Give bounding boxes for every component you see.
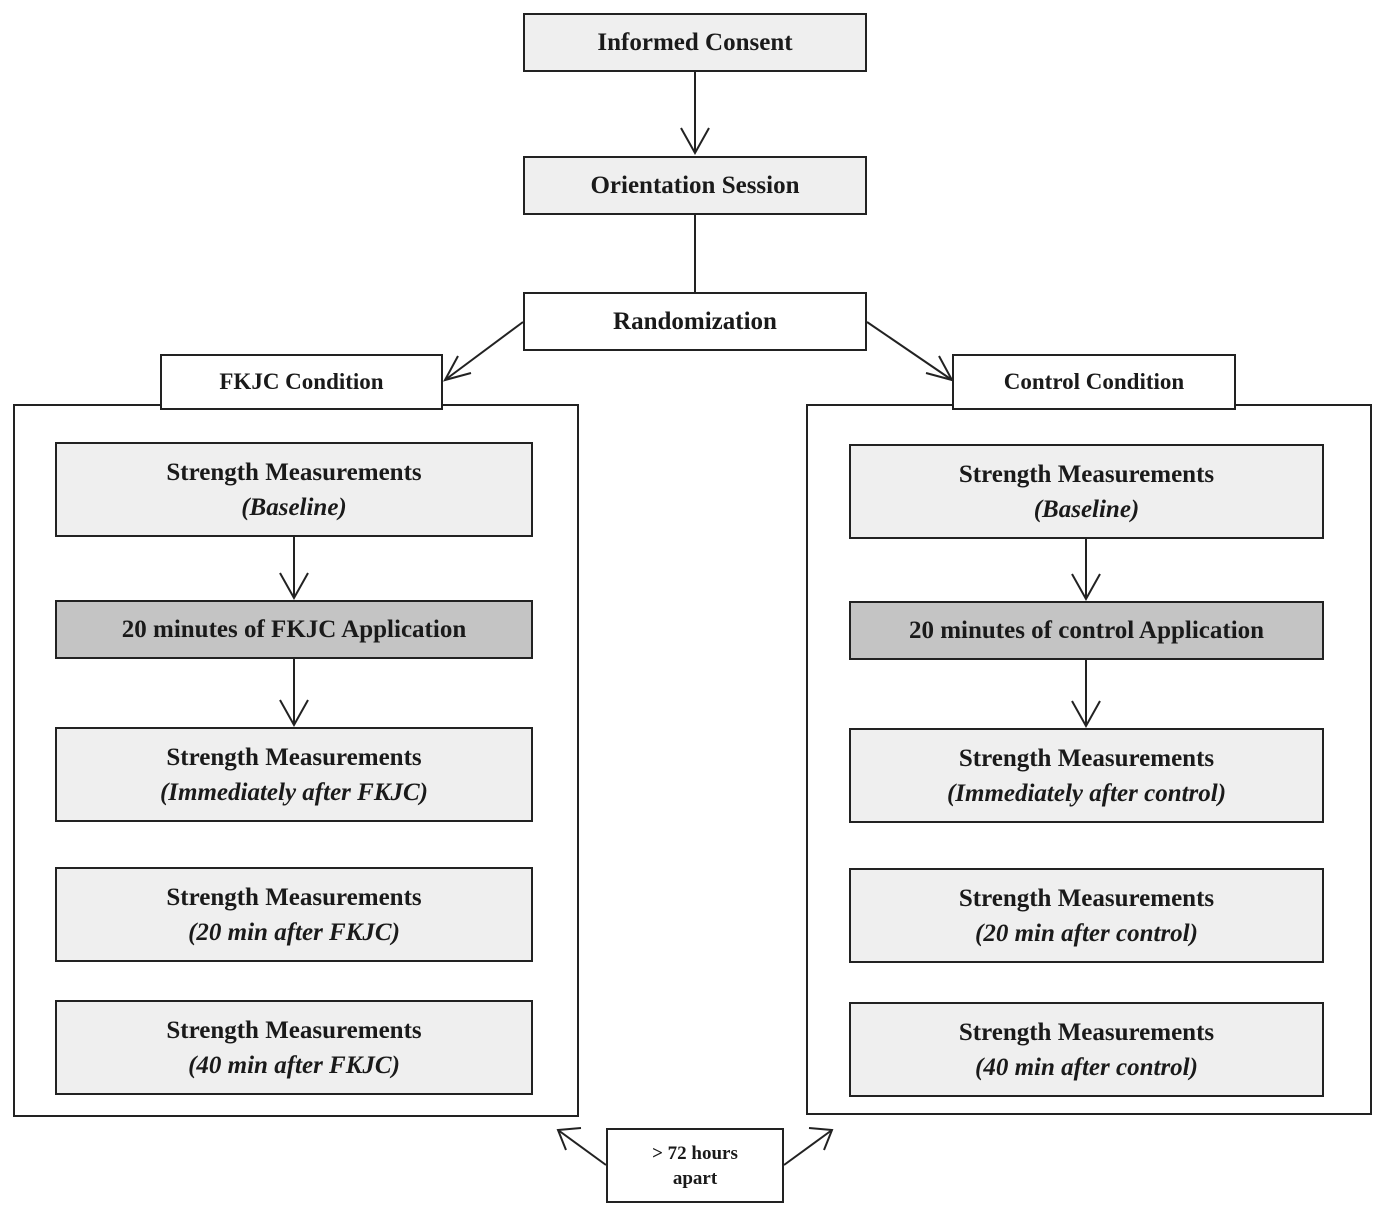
left-40min-title: Strength Measurements [166,1016,422,1044]
right-20min-title: Strength Measurements [958,884,1215,912]
randomization-box: Randomization [523,292,867,351]
left-application-box: 20 minutes of FKJC Application [55,600,533,659]
orientation-session-box: Orientation Session [523,156,867,215]
control-condition-label: Control Condition [1003,369,1185,394]
left-application-label: 20 minutes of FKJC Application [121,615,467,643]
right-20min-sub: (20 min after control) [975,919,1198,947]
washout-box: > 72 hours apart [606,1128,784,1203]
right-application-label: 20 minutes of control Application [908,616,1265,644]
left-immediate-title: Strength Measurements [166,743,422,771]
informed-consent-box: Informed Consent [523,13,867,72]
arrow-randomization-control [866,321,953,381]
informed-consent-label: Informed Consent [597,28,793,56]
washout-line1: > 72 hours [652,1142,738,1164]
right-40min-title: Strength Measurements [958,1018,1215,1046]
left-immediate-box: Strength Measurements (Immediately after… [55,727,533,822]
fkjc-condition-label-box: FKJC Condition [160,354,443,410]
left-immediate-sub: (Immediately after FKJC) [159,778,429,806]
right-40min-sub: (40 min after control) [975,1053,1198,1081]
left-40min-box: Strength Measurements (40 min after FKJC… [55,1000,533,1095]
orientation-session-label: Orientation Session [590,171,800,199]
right-20min-box: Strength Measurements (20 min after cont… [849,868,1324,963]
right-baseline-sub: (Baseline) [1033,495,1140,523]
right-immediate-title: Strength Measurements [958,744,1215,772]
right-baseline-box: Strength Measurements (Baseline) [849,444,1324,539]
right-40min-box: Strength Measurements (40 min after cont… [849,1002,1324,1097]
arrow-randomization-fkjc [444,321,524,381]
left-40min-sub: (40 min after FKJC) [188,1051,400,1079]
arrow-washout-left [557,1129,607,1166]
washout-line2: apart [672,1167,718,1189]
left-baseline-sub: (Baseline) [241,493,347,521]
left-baseline-box: Strength Measurements (Baseline) [55,442,533,537]
right-application-box: 20 minutes of control Application [849,601,1324,660]
control-condition-label-box: Control Condition [952,354,1236,410]
left-20min-sub: (20 min after FKJC) [188,918,400,946]
right-immediate-sub: (Immediately after control) [946,779,1227,807]
right-immediate-box: Strength Measurements (Immediately after… [849,728,1324,823]
randomization-label: Randomization [613,307,777,335]
fkjc-condition-label: FKJC Condition [219,369,384,394]
right-baseline-title: Strength Measurements [958,460,1215,488]
left-20min-title: Strength Measurements [166,883,422,911]
left-20min-box: Strength Measurements (20 min after FKJC… [55,867,533,962]
left-baseline-title: Strength Measurements [166,458,422,486]
arrow-washout-right [783,1129,833,1166]
